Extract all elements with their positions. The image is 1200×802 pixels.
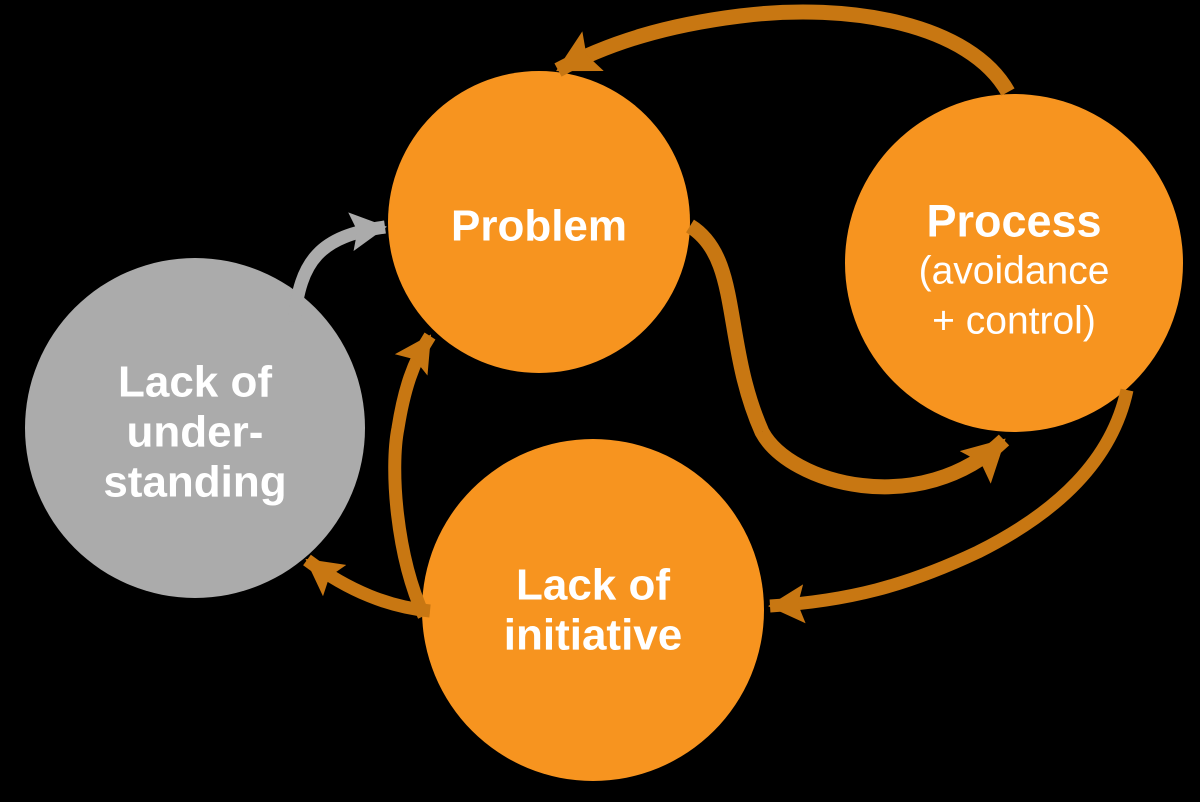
arrow-initiative-to-understanding [303,554,431,618]
node-understanding-circle [25,258,365,598]
node-problem-label-line-0: Problem [451,202,627,251]
arrow-process-to-problem [554,4,1015,96]
node-process: Process(avoidance + control) [845,94,1183,432]
arrow-initiative-to-problem [388,332,436,619]
node-problem-circle [388,71,690,373]
node-initiative-circle [422,439,764,781]
arrow-process-to-initiative [768,388,1134,624]
node-understanding-label-line-1: under- [127,408,264,457]
node-process-label: Process(avoidance + control) [919,196,1110,343]
arrows-layer [287,4,1134,624]
node-process-label-line-2: + control) [932,300,1096,343]
node-process-circle [845,94,1183,432]
node-initiative-label-line-1: initiative [504,611,683,660]
node-process-label-line-1: (avoidance [919,250,1110,293]
nodes-layer: Problem Process(avoidance + control) Lack o… [25,71,1183,781]
arrow-problem-to-process [685,219,1010,495]
node-process-label-line-0: Process [926,196,1101,247]
node-problem-label: Problem [451,202,627,251]
node-initiative-label-line-0: Lack of [516,561,670,610]
node-understanding-label-line-0: Lack of [118,358,272,407]
arrow-understanding-to-problem [287,212,387,323]
node-problem: Problem [388,71,690,373]
node-understanding-label-line-2: standing [103,458,286,507]
